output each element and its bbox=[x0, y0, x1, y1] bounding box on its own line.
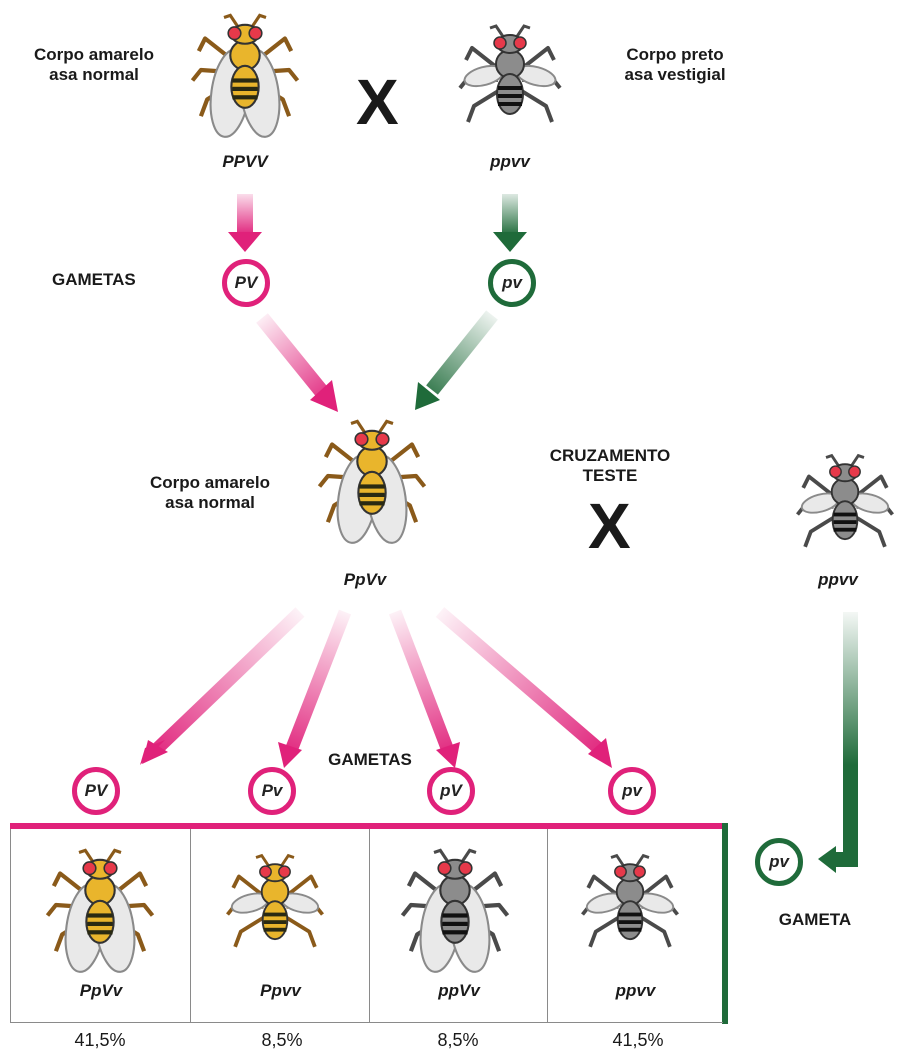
fly-parent-yellow-normal bbox=[193, 15, 298, 139]
fly-offspring-1 bbox=[48, 850, 153, 974]
fly-offspring-2 bbox=[228, 856, 323, 947]
fly-partner-black-vestigial bbox=[798, 456, 893, 547]
fly-offspring-4 bbox=[583, 856, 678, 947]
fly-f1-yellow-normal bbox=[320, 421, 425, 545]
fly-offspring-3 bbox=[403, 850, 508, 974]
fly-parent-black-vestigial bbox=[460, 26, 560, 122]
